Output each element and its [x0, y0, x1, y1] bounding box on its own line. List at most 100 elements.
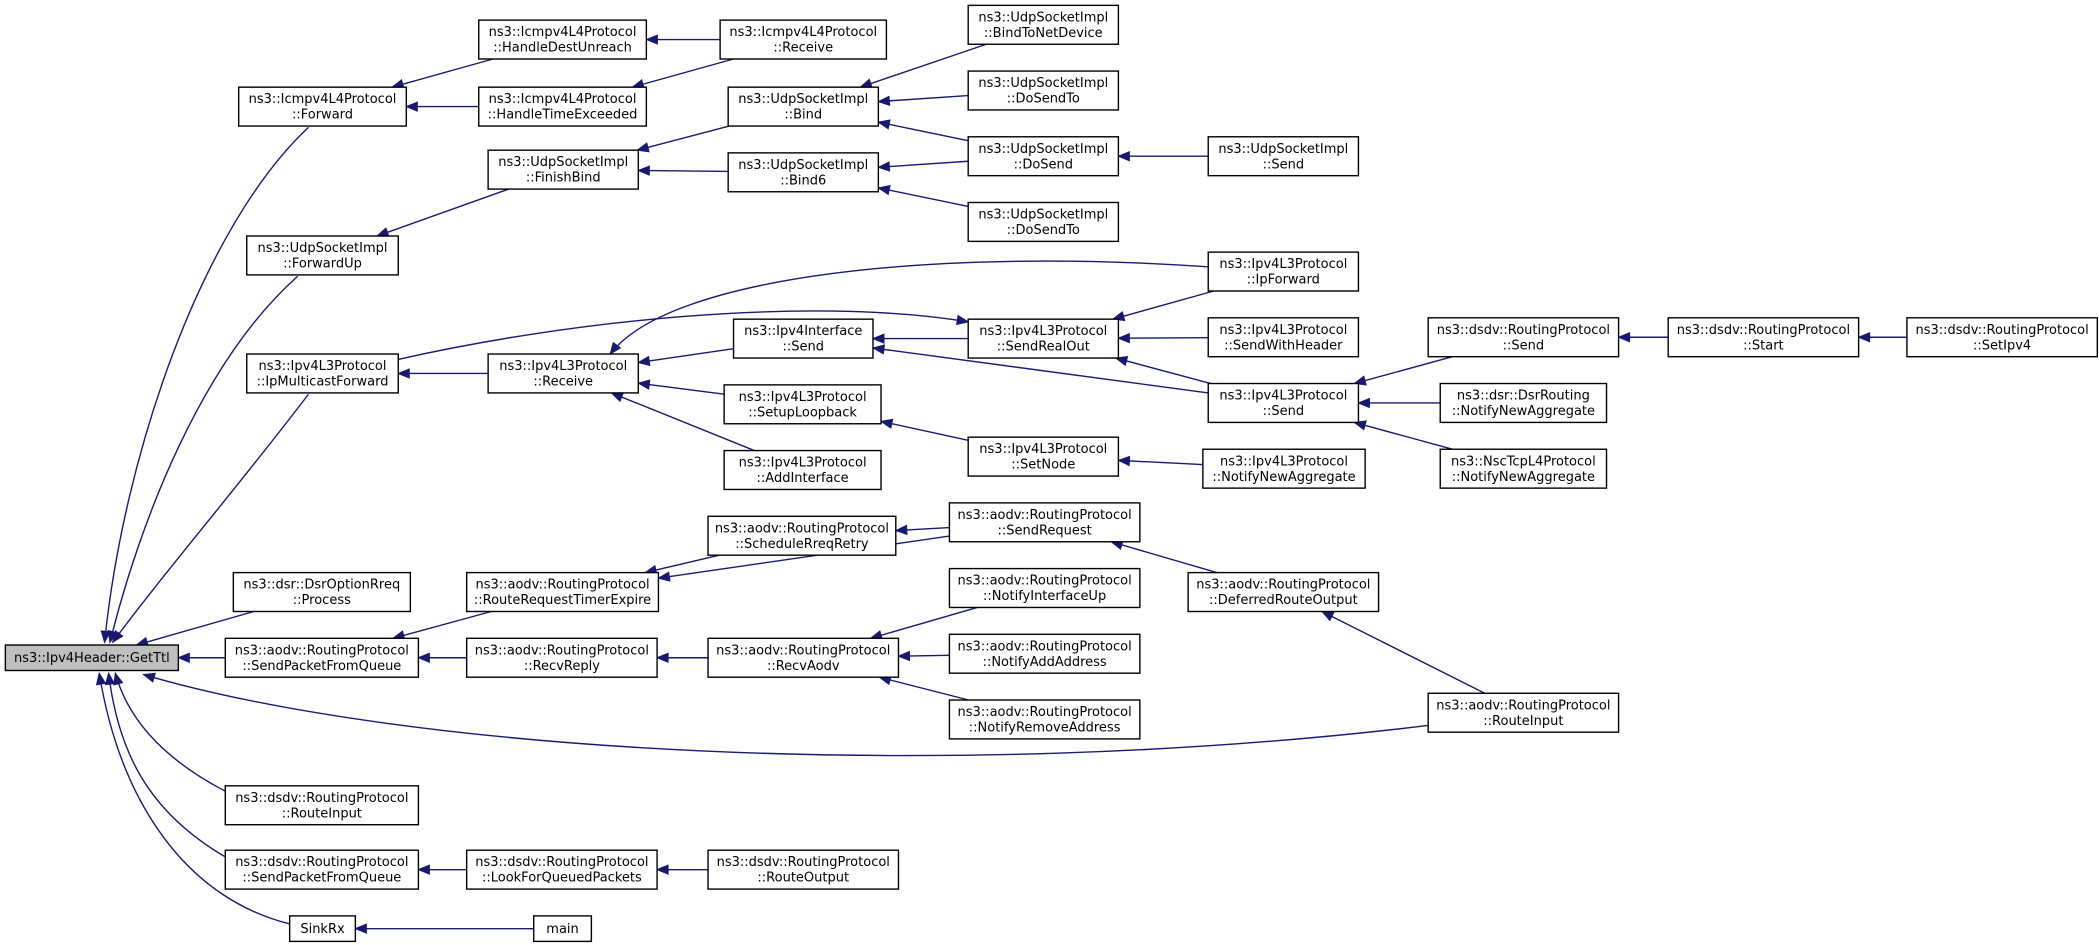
node-aodv-notify-remove-address[interactable]: ns3::aodv::RoutingProtocol::NotifyRemove…	[948, 699, 1141, 740]
node-box[interactable]	[1207, 251, 1360, 292]
node-udp-forward-up[interactable]: ns3::UdpSocketImpl::ForwardUp	[246, 235, 399, 276]
node-ip-send[interactable]: ns3::Ipv4L3Protocol::Send	[1207, 382, 1360, 424]
node-box[interactable]	[224, 785, 420, 826]
node-aodv-route-request-timer-expire[interactable]: ns3::aodv::RoutingProtocol::RouteRequest…	[465, 571, 660, 613]
node-label: ns3::aodv::RoutingProtocol	[958, 508, 1132, 523]
node-ip-multicast-forward[interactable]: ns3::Ipv4L3Protocol::IpMulticastForward	[246, 353, 399, 394]
node-box[interactable]	[487, 353, 640, 394]
node-aodv-send-packet-from-queue[interactable]: ns3::aodv::RoutingProtocol::SendPacketFr…	[224, 637, 420, 678]
arrow-head	[396, 368, 410, 379]
node-box[interactable]	[487, 149, 640, 190]
node-box[interactable]	[1439, 382, 1608, 424]
node-aodv-send-request[interactable]: ns3::aodv::RoutingProtocol::SendRequest	[948, 502, 1141, 543]
node-dsdv-look-for-queued-packets[interactable]: ns3::dsdv::RoutingProtocol::LookForQueue…	[465, 849, 658, 890]
node-box[interactable]	[232, 571, 412, 613]
node-dsdv-route-input[interactable]: ns3::dsdv::RoutingProtocol::RouteInput	[224, 785, 420, 826]
node-box[interactable]	[4, 644, 180, 672]
node-udp-send[interactable]: ns3::UdpSocketImpl::Send	[1207, 136, 1360, 177]
node-box[interactable]	[732, 318, 874, 359]
node-box[interactable]	[727, 86, 880, 127]
node-box[interactable]	[1207, 382, 1360, 424]
node-nsc-notify-new-aggregate[interactable]: ns3::NscTcpL4Protocol::NotifyNewAggregat…	[1439, 448, 1608, 489]
node-box[interactable]	[1427, 317, 1620, 358]
node-icmp-forward[interactable]: ns3::Icmpv4L4Protocol::Forward	[237, 86, 408, 127]
node-sink-rx[interactable]: SinkRx	[288, 915, 357, 943]
node-aodv-deferred-route-output[interactable]: ns3::aodv::RoutingProtocol::DeferredRout…	[1187, 571, 1380, 613]
node-icmp-receive[interactable]: ns3::Icmpv4L4Protocol::Receive	[719, 19, 888, 60]
node-ip-receive[interactable]: ns3::Ipv4L3Protocol::Receive	[487, 353, 640, 394]
node-box[interactable]	[224, 637, 420, 678]
node-box[interactable]	[723, 449, 882, 491]
node-ip-ip-forward[interactable]: ns3::Ipv4L3Protocol::IpForward	[1207, 251, 1360, 292]
node-aodv-recv-aodv[interactable]: ns3::aodv::RoutingProtocol::RecvAodv	[707, 637, 900, 678]
node-udp-do-send[interactable]: ns3::UdpSocketImpl::DoSend	[967, 136, 1120, 177]
node-aodv-schedule-rreq-retry[interactable]: ns3::aodv::RoutingProtocol::ScheduleRreq…	[707, 515, 897, 556]
node-box[interactable]	[948, 567, 1141, 609]
node-box[interactable]	[719, 19, 888, 60]
node-aodv-recv-reply[interactable]: ns3::aodv::RoutingProtocol::RecvReply	[465, 637, 658, 678]
node-udp-do-send-to1[interactable]: ns3::UdpSocketImpl::DoSendTo	[967, 70, 1120, 111]
node-box[interactable]	[1187, 571, 1380, 613]
node-box[interactable]	[707, 515, 897, 556]
node-label-member: ::DoSendTo	[1007, 223, 1080, 238]
node-ip-add-interface[interactable]: ns3::Ipv4L3Protocol::AddInterface	[723, 449, 882, 491]
node-box[interactable]	[948, 633, 1141, 674]
node-box[interactable]	[727, 152, 880, 193]
node-box[interactable]	[478, 19, 648, 60]
node-dsdv-route-output[interactable]: ns3::dsdv::RoutingProtocol::RouteOutput	[707, 849, 900, 890]
node-udp-bind6[interactable]: ns3::UdpSocketImpl::Bind6	[727, 152, 880, 193]
node-box[interactable]	[237, 86, 408, 127]
node-icmp-dest-unreach[interactable]: ns3::Icmpv4L4Protocol::HandleDestUnreach	[478, 19, 648, 60]
node-box[interactable]	[707, 849, 900, 890]
node-dsdv-start[interactable]: ns3::dsdv::RoutingProtocol::Start	[1667, 317, 1860, 358]
node-aodv-notify-add-address[interactable]: ns3::aodv::RoutingProtocol::NotifyAddAdd…	[948, 633, 1141, 674]
node-box[interactable]	[1439, 448, 1608, 489]
node-box[interactable]	[1207, 317, 1360, 358]
node-box[interactable]	[948, 502, 1141, 543]
node-udp-bind[interactable]: ns3::UdpSocketImpl::Bind	[727, 86, 880, 127]
node-box[interactable]	[967, 136, 1120, 177]
node-udp-finish-bind[interactable]: ns3::UdpSocketImpl::FinishBind	[487, 149, 640, 190]
node-box[interactable]	[1207, 136, 1360, 177]
node-dsdv-send-packet-from-queue[interactable]: ns3::dsdv::RoutingProtocol::SendPacketFr…	[224, 849, 420, 890]
node-dsr-notify-new-aggregate[interactable]: ns3::dsr::DsrRouting::NotifyNewAggregate	[1439, 382, 1608, 424]
node-udp-bind-to-net-device[interactable]: ns3::UdpSocketImpl::BindToNetDevice	[967, 4, 1120, 45]
node-box[interactable]	[723, 384, 882, 425]
node-box[interactable]	[1202, 448, 1366, 489]
node-box[interactable]	[465, 571, 660, 613]
node-box[interactable]	[533, 915, 593, 943]
node-box[interactable]	[967, 318, 1120, 359]
node-box[interactable]	[1906, 317, 2099, 358]
node-root[interactable]: ns3::Ipv4Header::GetTtl	[4, 644, 180, 672]
node-ip-send-with-header[interactable]: ns3::Ipv4L3Protocol::SendWithHeader	[1207, 317, 1360, 358]
node-box[interactable]	[1427, 692, 1620, 733]
node-dsdv-send[interactable]: ns3::dsdv::RoutingProtocol::Send	[1427, 317, 1620, 358]
node-box[interactable]	[246, 235, 399, 276]
node-aodv-route-input[interactable]: ns3::aodv::RoutingProtocol::RouteInput	[1427, 692, 1620, 733]
node-ip-setup-loopback[interactable]: ns3::Ipv4L3Protocol::SetupLoopback	[723, 384, 882, 425]
node-box[interactable]	[967, 70, 1120, 111]
node-box[interactable]	[288, 915, 357, 943]
node-box[interactable]	[478, 86, 648, 127]
node-box[interactable]	[948, 699, 1141, 740]
node-ip-send-real-out[interactable]: ns3::Ipv4L3Protocol::SendRealOut	[967, 318, 1120, 359]
node-box[interactable]	[967, 4, 1120, 45]
node-dsr-process[interactable]: ns3::dsr::DsrOptionRreq::Process	[232, 571, 412, 613]
node-udp-do-send-to2[interactable]: ns3::UdpSocketImpl::DoSendTo	[967, 201, 1120, 243]
node-box[interactable]	[224, 849, 420, 890]
node-if-send[interactable]: ns3::Ipv4Interface::Send	[732, 318, 874, 359]
node-icmp-time-exceeded[interactable]: ns3::Icmpv4L4Protocol::HandleTimeExceede…	[478, 86, 648, 127]
node-box[interactable]	[707, 637, 900, 678]
arrow-head	[142, 672, 157, 683]
node-ip-notify-new-aggregate[interactable]: ns3::Ipv4L3Protocol::NotifyNewAggregate	[1202, 448, 1366, 489]
node-box[interactable]	[246, 353, 399, 394]
node-main[interactable]: main	[533, 915, 593, 943]
node-ip-set-node[interactable]: ns3::Ipv4L3Protocol::SetNode	[967, 436, 1120, 477]
node-box[interactable]	[967, 436, 1120, 477]
node-box[interactable]	[465, 849, 658, 890]
node-box[interactable]	[967, 201, 1120, 243]
node-dsdv-set-ipv4[interactable]: ns3::dsdv::RoutingProtocol::SetIpv4	[1906, 317, 2099, 358]
node-aodv-notify-interface-up[interactable]: ns3::aodv::RoutingProtocol::NotifyInterf…	[948, 567, 1141, 609]
node-box[interactable]	[1667, 317, 1860, 358]
node-box[interactable]	[465, 637, 658, 678]
